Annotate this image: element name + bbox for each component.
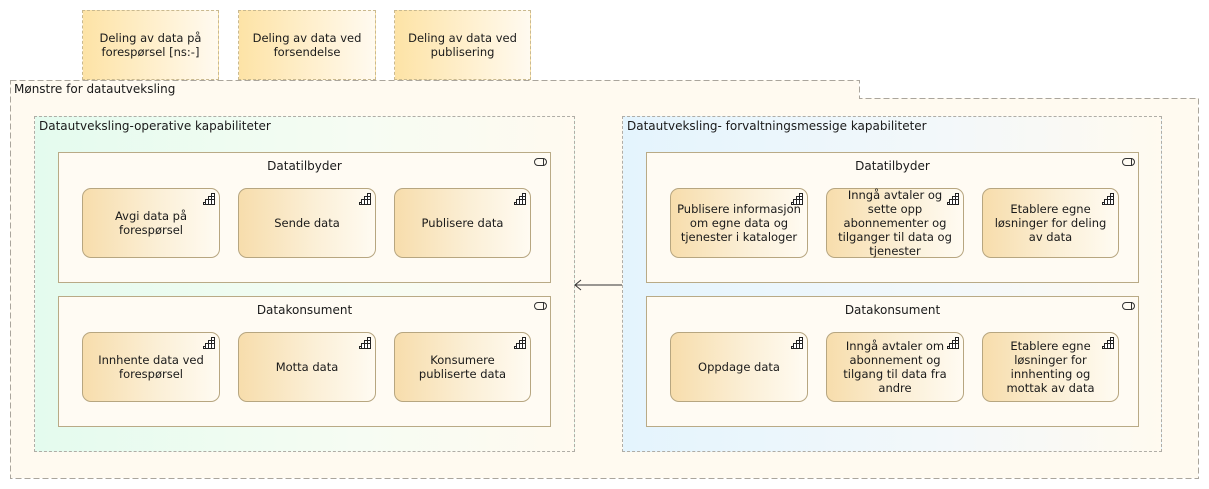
capability-title: Datakonsument [844,303,941,317]
capability-title: Datakonsument [256,303,353,317]
function-box[interactable]: Publisere data [394,188,531,258]
function-label: Etablere egne løsninger for deling av da… [994,202,1107,244]
function-icon [947,193,959,205]
function-box[interactable]: Avgi data på forespørsel [82,188,220,258]
function-box[interactable]: Innhente data ved forespørsel [82,332,220,402]
left-group-label: Datautveksling-operative kapabiliteter [39,119,271,133]
function-icon [791,337,803,349]
function-icon [791,193,803,205]
function-box[interactable]: Etablere egne løsninger for innhenting o… [982,332,1119,402]
function-label: Konsumere publiserte data [418,353,507,381]
function-box[interactable]: Sende data [238,188,376,258]
function-icon [359,337,371,349]
function-icon [203,337,215,349]
function-icon [1102,193,1114,205]
function-label: Motta data [275,360,339,374]
function-box[interactable]: Konsumere publiserte data [394,332,531,402]
function-box[interactable]: Inngå avtaler og sette opp abonnementer … [826,188,964,258]
top-box-label: Deling av data ved publisering [408,31,517,59]
function-label: Inngå avtaler om abonnement og tilgang t… [843,339,947,395]
capability-icon [1122,158,1135,166]
function-box[interactable]: Motta data [238,332,376,402]
function-label: Oppdage data [698,360,780,374]
function-label: Inngå avtaler og sette opp abonnementer … [838,188,952,258]
function-label: Publisere informasjon om egne data og tj… [677,202,801,244]
top-box-on-request[interactable]: Deling av data på forespørsel [ns:-] [82,10,219,80]
top-box-label: Deling av data ved forsendelse [252,31,362,59]
function-icon [514,337,526,349]
function-icon [514,193,526,205]
function-label: Sende data [274,216,340,230]
function-icon [203,193,215,205]
function-label: Avgi data på forespørsel [114,209,188,237]
relation-arrow[interactable] [570,278,630,292]
function-box[interactable]: Publisere informasjon om egne data og tj… [670,188,808,258]
top-box-label: Deling av data på forespørsel [ns:-] [99,31,202,59]
capability-icon [534,302,547,310]
capability-icon [1122,302,1135,310]
top-box-publishing[interactable]: Deling av data ved publisering [394,10,531,80]
function-label: Etablere egne løsninger for innhenting o… [1006,339,1095,395]
function-box[interactable]: Oppdage data [670,332,808,402]
function-icon [1102,337,1114,349]
function-box[interactable]: Inngå avtaler om abonnement og tilgang t… [826,332,964,402]
outer-group-label: Mønstre for datautveksling [14,82,176,96]
function-icon [947,337,959,349]
capability-icon [534,158,547,166]
top-box-shipment[interactable]: Deling av data ved forsendelse [238,10,376,80]
function-box[interactable]: Etablere egne løsninger for deling av da… [982,188,1119,258]
capability-title: Datatilbyder [267,159,342,173]
outer-group[interactable]: Mønstre for datautveksling [10,80,859,98]
function-label: Publisere data [421,216,504,230]
right-group-label: Datautveksling- forvaltningsmessige kapa… [627,119,927,133]
function-label: Innhente data ved forespørsel [98,353,204,381]
capability-title: Datatilbyder [855,159,930,173]
function-icon [359,193,371,205]
